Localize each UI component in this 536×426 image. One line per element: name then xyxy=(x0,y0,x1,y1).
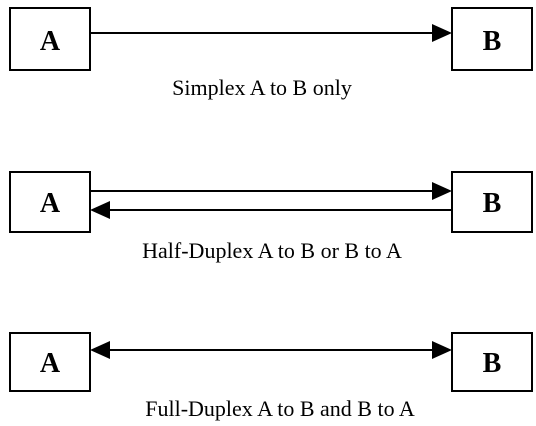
half-duplex-row: A B Half-Duplex A to B or B to A xyxy=(9,171,533,263)
full-duplex-arrowhead-left xyxy=(90,341,110,359)
half-duplex-arrowhead-right xyxy=(432,182,452,200)
full-duplex-node-a-box xyxy=(9,332,91,392)
full-duplex-arrowhead-right xyxy=(432,341,452,359)
full-duplex-node-a-label: A xyxy=(40,348,61,379)
full-duplex-node-b-box xyxy=(451,332,533,392)
half-duplex-node-b-label: B xyxy=(483,188,502,219)
simplex-node-a-label: A xyxy=(40,26,61,57)
half-duplex-caption: Half-Duplex A to B or B to A xyxy=(142,238,402,263)
simplex-arrowhead-right xyxy=(432,24,452,42)
simplex-caption: Simplex A to B only xyxy=(172,75,352,100)
half-duplex-arrowhead-left xyxy=(90,201,110,219)
simplex-node-a-box xyxy=(9,7,91,71)
simplex-node-b-label: B xyxy=(483,26,502,57)
simplex-row: A B Simplex A to B only xyxy=(9,7,533,100)
simplex-node-b-box xyxy=(451,7,533,71)
half-duplex-node-a-box xyxy=(9,171,91,233)
half-duplex-node-a-label: A xyxy=(40,188,61,219)
full-duplex-row: A B Full-Duplex A to B and B to A xyxy=(9,332,533,421)
half-duplex-node-b-box xyxy=(451,171,533,233)
full-duplex-caption: Full-Duplex A to B and B to A xyxy=(145,396,415,421)
full-duplex-node-b-label: B xyxy=(483,348,502,379)
